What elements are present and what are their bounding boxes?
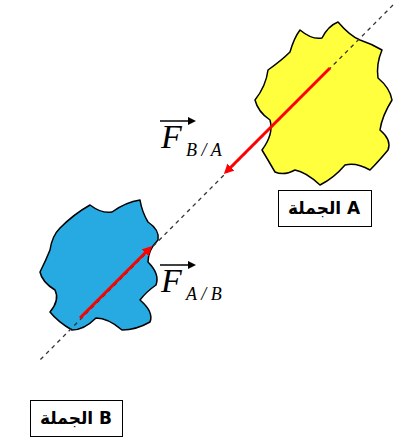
force-a-on-b-arrow — [80, 248, 150, 318]
system-label-box: الجملة B — [30, 400, 123, 437]
system-name: الجملة A — [288, 198, 371, 218]
system-name: الجملة B — [40, 408, 122, 428]
force-subscript: B / A — [186, 140, 222, 161]
system-a-blob — [255, 22, 392, 185]
force-symbol: F — [161, 262, 182, 300]
action-line — [38, 5, 393, 362]
system-b-blob — [40, 200, 158, 330]
force-b-on-a-arrow — [226, 68, 330, 172]
force-subscript: A / B — [186, 284, 222, 305]
system-label-box: الجملة A — [278, 190, 372, 227]
force-symbol: F — [161, 118, 182, 156]
